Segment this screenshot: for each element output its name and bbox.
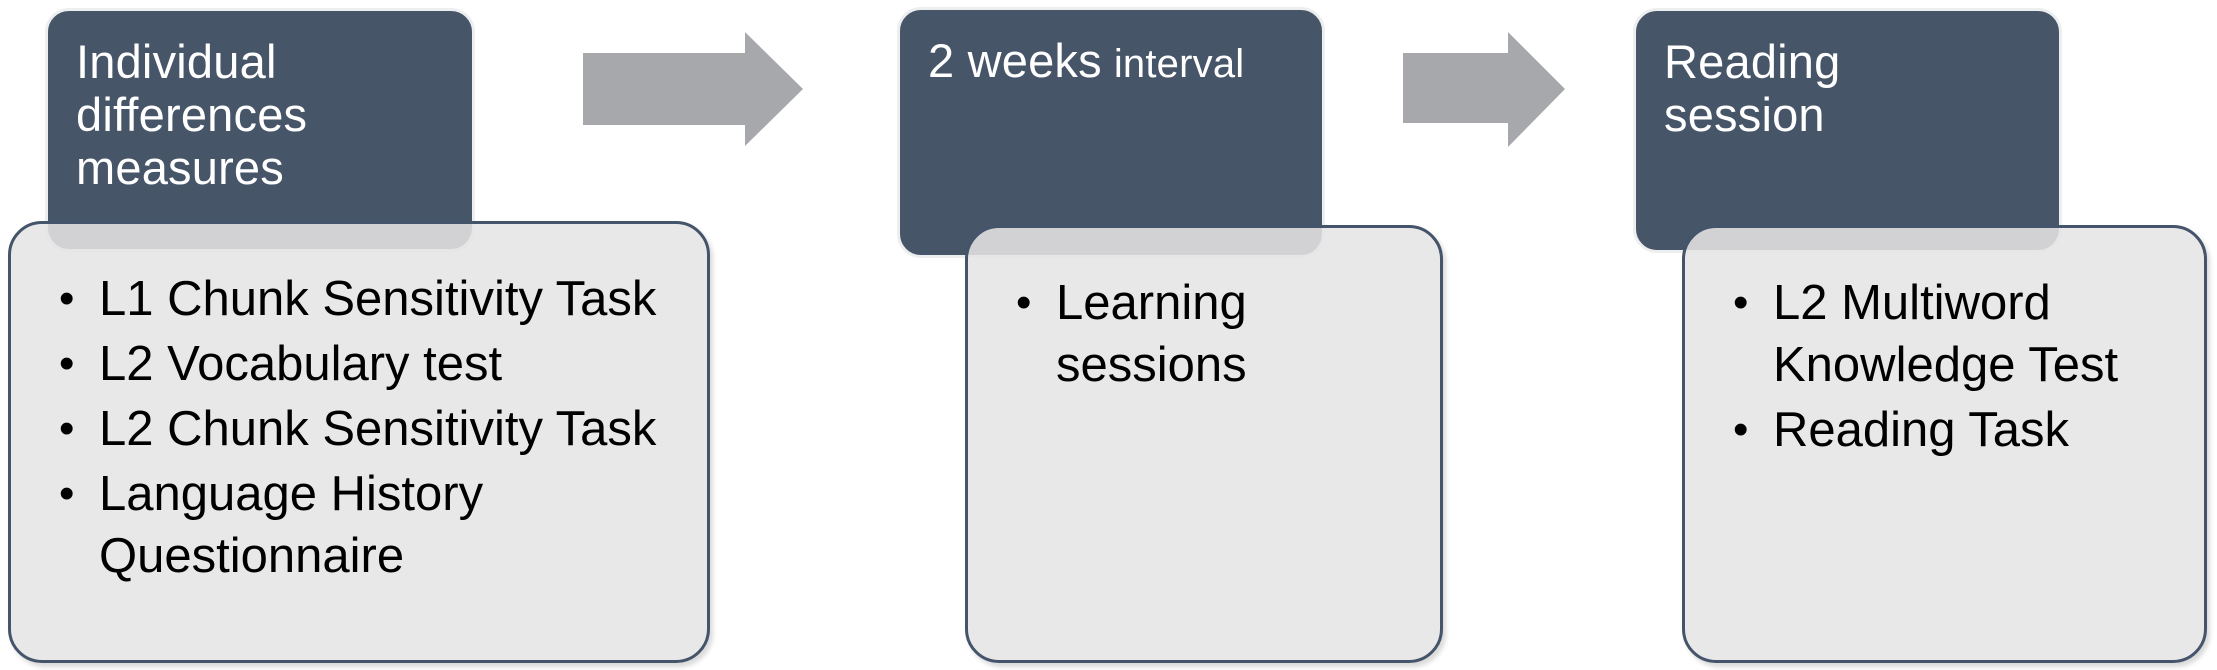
arrow-right-icon [583,32,803,146]
stage3-panel: L2 Multiword Knowledge Test Reading Task [1682,225,2207,663]
stage2-bullet-list: Learning sessions [968,228,1440,396]
stage3-bullet-list: L2 Multiword Knowledge Test Reading Task [1685,228,2204,461]
stage3-header-box: Reading session [1633,8,2062,253]
stage1-header-box: Individual differences measures [45,8,475,252]
bullet-item: L2 Multiword Knowledge Test [1733,272,2176,396]
stage3-header-title: Reading session [1664,35,1841,141]
arrow-right-icon [1403,32,1565,147]
stage1-bullet-list: L1 Chunk Sensitivity Task L2 Vocabulary … [11,224,707,587]
bullet-item: Reading Task [1733,399,2176,461]
bullet-item: Learning sessions [1016,272,1412,396]
stage2-panel: Learning sessions [965,225,1443,663]
stage1-panel: L1 Chunk Sensitivity Task L2 Vocabulary … [8,221,710,663]
bullet-item: L2 Chunk Sensitivity Task [59,398,679,460]
bullet-item: L1 Chunk Sensitivity Task [59,268,679,330]
stage2-header-sub: interval [1113,42,1245,86]
stage1-header-title: Individual differences measures [76,35,308,194]
bullet-item: L2 Vocabulary test [59,333,679,395]
stage2-header-main: 2 weeks [928,34,1102,87]
bullet-item: Language History Questionnaire [59,463,679,587]
